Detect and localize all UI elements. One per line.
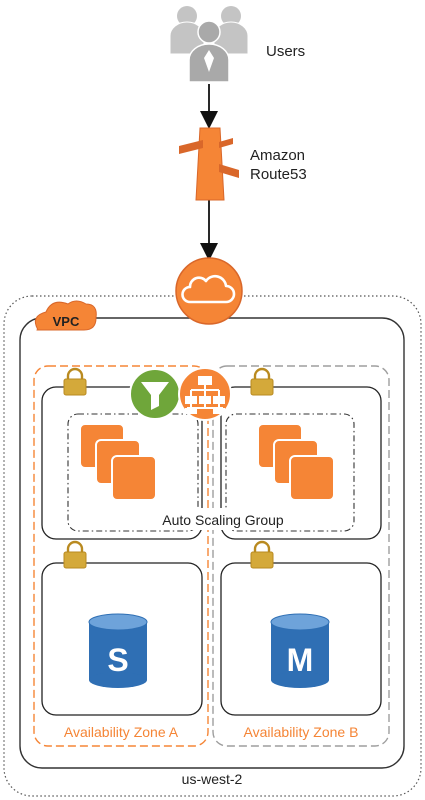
database-letter-s: S (107, 642, 128, 678)
asg-box-b (225, 413, 355, 532)
users-icon (169, 6, 249, 83)
database-icon: S (88, 613, 148, 688)
vpc-badge: VPC (34, 300, 97, 331)
vpc-label: VPC (53, 314, 80, 329)
lock-icon (63, 367, 87, 396)
lock-icon (250, 367, 274, 396)
database-letter-m: M (287, 642, 314, 678)
availability-zone-b (212, 365, 390, 747)
users-label: Users (266, 43, 305, 60)
internet-gateway-icon (175, 257, 243, 325)
ec2-instances-icon (257, 423, 335, 501)
availability-zone-a (33, 365, 209, 747)
az-b-label: Availability Zone B (244, 724, 359, 740)
az-a-label: Availability Zone A (64, 724, 179, 740)
lock-icon (250, 540, 274, 569)
asg-label: Auto Scaling Group (162, 512, 284, 528)
filter-icon (129, 368, 181, 420)
database-icon: M (270, 613, 330, 688)
lock-icon (63, 540, 87, 569)
route53-icon (179, 127, 239, 201)
load-balancer-icon (178, 367, 232, 421)
route53-label-line1: Amazon (250, 147, 305, 164)
asg-box-a (67, 413, 199, 532)
route53-label-line2: Route53 (250, 166, 307, 183)
ec2-instances-icon (79, 423, 157, 501)
region-label: us-west-2 (182, 771, 243, 787)
